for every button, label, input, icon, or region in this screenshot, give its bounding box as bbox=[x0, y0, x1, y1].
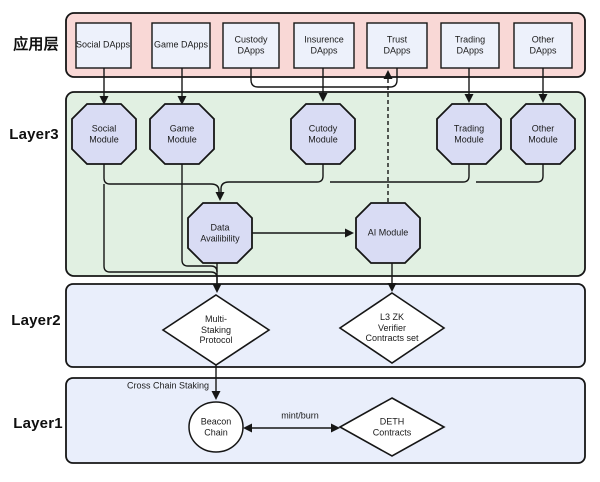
arrowhead-other-module bbox=[538, 94, 548, 103]
edge-custody-to-trust-bus bbox=[250, 68, 398, 88]
module-ai-octagon bbox=[355, 202, 421, 264]
label-layer3: Layer3 bbox=[9, 126, 59, 144]
multi-staking-diamond bbox=[161, 294, 271, 366]
layer3-octagons bbox=[71, 103, 576, 264]
edge-other-module-trunk bbox=[476, 164, 544, 183]
arrowhead-l3-zk bbox=[387, 283, 397, 292]
beacon-chain-circle bbox=[188, 401, 244, 453]
edge-cutody-module-trunk bbox=[220, 164, 324, 195]
module-data-availability-label: Data Availibility bbox=[200, 222, 240, 243]
module-social-octagon bbox=[71, 103, 137, 165]
arrowhead-multi-staking bbox=[212, 284, 222, 293]
dapp-other-box bbox=[513, 22, 573, 69]
l3-zk-verifier-label: L3 ZK Verifier Contracts set bbox=[365, 312, 419, 344]
module-other-label: Other Module bbox=[528, 123, 558, 144]
module-cutody-octagon bbox=[290, 103, 356, 165]
arrowhead-ai-module bbox=[345, 228, 354, 238]
dapp-game-box bbox=[151, 22, 211, 69]
dapp-trading-box bbox=[440, 22, 500, 69]
multi-staking-label: Multi- Staking Protocol bbox=[199, 314, 233, 346]
module-trading-label: Trading Module bbox=[453, 123, 485, 144]
edge-group-app-to-layer3 bbox=[103, 68, 544, 203]
arrowheads bbox=[99, 70, 548, 433]
module-ai-label: AI Module bbox=[367, 227, 409, 238]
arrowhead-social-module bbox=[99, 96, 109, 105]
dapp-social-box bbox=[75, 22, 132, 69]
module-cutody-label: Cutody Module bbox=[308, 123, 338, 144]
module-social-label: Social Module bbox=[89, 123, 119, 144]
module-data-availability-octagon bbox=[187, 202, 253, 264]
dapp-custody-label: Custody DApps bbox=[234, 34, 268, 55]
dapp-other-label: Other DApps bbox=[529, 34, 557, 55]
edge-group-layer2-to-layer1 bbox=[215, 365, 333, 429]
arrowhead-trading-module bbox=[464, 94, 474, 103]
arrowhead-mintburn-left bbox=[243, 423, 252, 433]
arrowhead-trust-dapps-up bbox=[383, 70, 393, 79]
dapp-game-label: Game DApps bbox=[153, 39, 209, 50]
module-game-octagon bbox=[149, 103, 215, 165]
module-game-label: Game Module bbox=[167, 123, 197, 144]
dapp-insurence-label: Insurence DApps bbox=[304, 34, 344, 55]
deth-contracts-label: DETH Contracts bbox=[372, 416, 412, 437]
arrowhead-mintburn-right bbox=[331, 423, 340, 433]
arrowhead-game-module bbox=[177, 96, 187, 105]
edge-label-cross-chain-staking: Cross Chain Staking bbox=[126, 380, 210, 391]
label-layer1: Layer1 bbox=[13, 415, 63, 433]
edge-label-mint-burn: mint/burn bbox=[281, 410, 319, 421]
edge-group-layer3-to-layer2 bbox=[103, 184, 393, 287]
l3-zk-verifier-diamond bbox=[338, 292, 446, 364]
edge-trading-module-trunk bbox=[330, 164, 470, 183]
module-other-octagon bbox=[510, 103, 576, 165]
dapp-insurence-box bbox=[293, 22, 355, 69]
arrowhead-data-availability bbox=[215, 192, 225, 201]
dapp-trust-label: Trust DApps bbox=[383, 34, 411, 55]
module-trading-octagon bbox=[436, 103, 502, 165]
edge-social-module-trunk bbox=[103, 164, 220, 195]
edge-group-layer3-trunk bbox=[103, 164, 544, 195]
dapp-trading-label: Trading DApps bbox=[454, 34, 486, 55]
layer2-container bbox=[65, 283, 586, 368]
arrowhead-cutody-module bbox=[318, 93, 328, 102]
dapp-social-label: Social DApps bbox=[75, 39, 131, 50]
deth-contracts-diamond bbox=[338, 397, 446, 457]
label-layer2: Layer2 bbox=[11, 312, 61, 330]
label-app-layer: 应用层 bbox=[13, 36, 59, 54]
arrowhead-beacon-chain bbox=[211, 391, 221, 400]
beacon-chain-label: Beacon Chain bbox=[200, 416, 232, 437]
